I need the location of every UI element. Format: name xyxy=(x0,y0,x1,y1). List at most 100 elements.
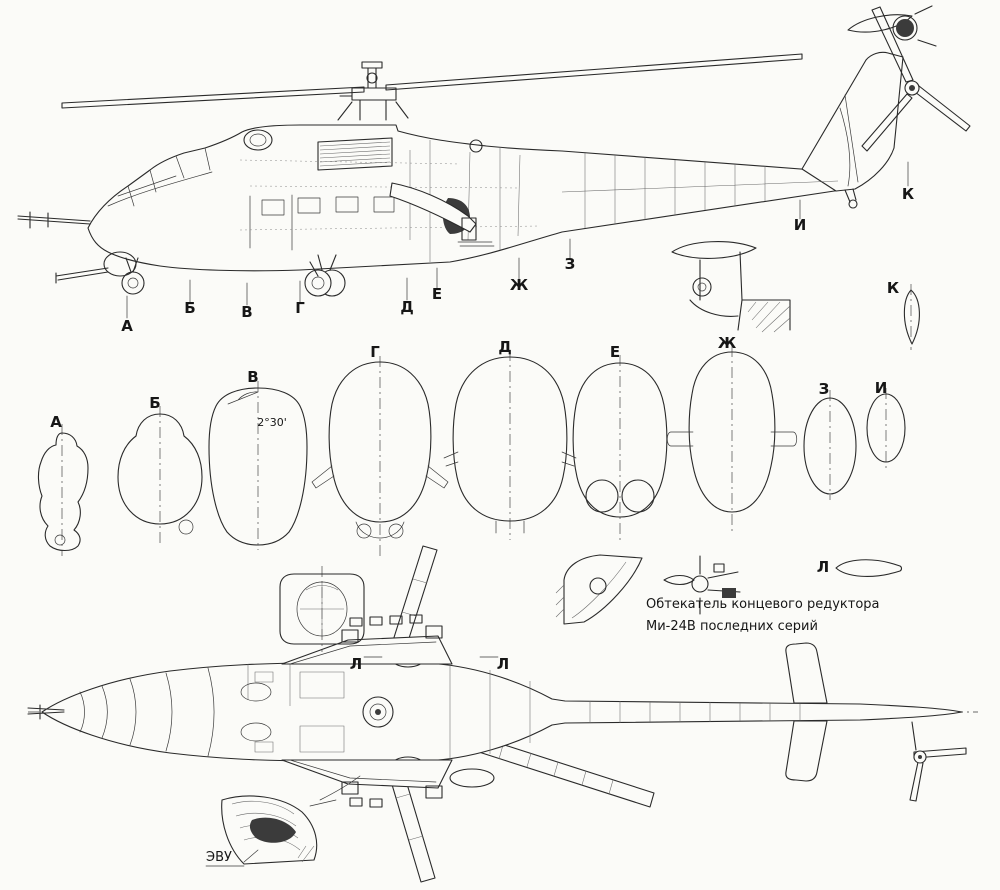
bumper-structure xyxy=(689,251,791,331)
section-e-exhaust-r xyxy=(621,479,655,513)
rotor-hub-plan-center xyxy=(375,709,381,715)
missile-rail xyxy=(457,241,495,247)
cross-label-g: Г xyxy=(370,343,380,361)
cross-section-i: И xyxy=(866,379,906,463)
rotor-hub xyxy=(337,61,409,121)
canopy-frames-plan xyxy=(79,667,215,757)
bumper-hatching xyxy=(747,301,791,333)
rivet-lines xyxy=(239,159,541,231)
cross-section-zh: Ж xyxy=(666,334,798,513)
section-label-v: В xyxy=(241,303,252,321)
roof-angle-lines xyxy=(227,391,259,405)
ir-jammer-dome xyxy=(469,139,483,153)
section-label-d: Д xyxy=(400,298,413,316)
section-z-shape xyxy=(803,397,857,495)
section-g-wheel-r xyxy=(388,523,404,539)
cross-section-g: Г xyxy=(311,343,449,539)
section-d-stubs xyxy=(443,451,577,534)
section-d-shape xyxy=(452,356,568,522)
gearbox-fairing-inset: Обтекатель концевого редуктора Ми-24В по… xyxy=(646,555,880,634)
gearbox-blade-left xyxy=(663,574,695,586)
section-ticks xyxy=(126,161,909,319)
fairing-note-line2: Ми-24В последних серий xyxy=(646,619,818,634)
section-e-exhaust-l xyxy=(585,479,619,513)
engine-cowl xyxy=(243,129,483,171)
evu-outline xyxy=(221,795,318,865)
main-rotor xyxy=(61,53,803,121)
nose-wheel-hub xyxy=(127,277,139,289)
canopy-top-inset xyxy=(279,566,365,652)
stabilizer-bottom xyxy=(785,720,828,782)
section-g-gear xyxy=(355,521,405,539)
section-zh-stubs xyxy=(666,431,798,447)
stub-wings-plan xyxy=(281,614,495,808)
detail-hub-ring xyxy=(892,15,918,41)
tail-rotor-plan xyxy=(909,721,967,802)
canopy-inset-frames xyxy=(300,582,344,636)
fin-top-hatch xyxy=(555,561,627,619)
tail-bumper-foot xyxy=(848,199,858,209)
tail-bumper-detail-inset xyxy=(671,241,791,333)
wingtip-pod xyxy=(449,768,495,788)
tail-fin xyxy=(801,51,904,192)
section-label-zh: Ж xyxy=(510,276,529,294)
wing-top-spar xyxy=(289,641,437,665)
section-g-wheel-l xyxy=(356,523,372,539)
blade-airfoil-shape xyxy=(835,559,903,577)
canopy-inset-outline xyxy=(279,573,365,645)
fin-airfoil-label: К xyxy=(887,279,900,297)
cross-section-a: А xyxy=(37,413,89,552)
gearbox-block xyxy=(722,588,736,598)
engine-grille xyxy=(317,137,393,171)
section-label-g: Г xyxy=(295,299,305,317)
evu-leader-to-fuselage xyxy=(309,775,361,807)
tail-rotor-blade-v xyxy=(909,761,924,802)
cross-label-d: Д xyxy=(498,338,511,356)
section-v-shape xyxy=(208,387,308,546)
tail-rotor-strut xyxy=(911,721,917,751)
engine-intake-plan-top xyxy=(240,682,272,702)
tail-unit xyxy=(801,6,971,209)
cross-label-z: З xyxy=(819,380,830,398)
cross-label-a: А xyxy=(50,413,62,431)
section-b-wheel xyxy=(178,519,194,535)
nose-probe-plan xyxy=(27,704,65,720)
section-label-z: З xyxy=(565,255,576,273)
blade-section-label-left: Л xyxy=(350,655,362,673)
bumper-wheel-hub xyxy=(697,282,707,292)
fairing-note-line1: Обтекатель концевого редуктора xyxy=(646,597,880,612)
cross-section-d: Д xyxy=(443,338,577,534)
cross-section-v: 2°30' В xyxy=(208,368,308,546)
chin-turret xyxy=(103,251,137,277)
section-label-k: К xyxy=(902,185,915,203)
section-a-shape xyxy=(37,432,89,552)
fin-top-light xyxy=(589,577,607,595)
engine-intake xyxy=(243,129,273,151)
fuselage-plan-outline xyxy=(41,662,963,762)
cross-section-z: З xyxy=(803,380,857,495)
wing-bottom xyxy=(281,759,453,789)
side-view: А Б В Г Д Е Ж З И К xyxy=(17,5,971,335)
cross-section-e: Е xyxy=(572,343,668,518)
detail-blade-shape xyxy=(847,5,937,47)
tail-rotor-hub-plan-center xyxy=(918,755,922,759)
cross-section-b: Б xyxy=(117,394,203,535)
landing-gear xyxy=(121,254,346,297)
cabin-windows xyxy=(249,194,395,251)
plan-view: Л Л xyxy=(27,545,978,883)
fuselage-outline xyxy=(87,124,860,272)
main-wheel xyxy=(304,269,332,297)
fin-airfoil-section-k: К xyxy=(887,279,920,350)
fin-top-inset xyxy=(555,554,643,625)
roof-angle-annotation: 2°30' xyxy=(257,416,287,429)
cross-label-b: Б xyxy=(149,394,160,412)
section-g-wing-stubs xyxy=(311,465,449,489)
tail-bumper xyxy=(844,188,857,203)
rotor-hub-plan-mid xyxy=(369,703,387,721)
cross-sections: А Б 2°30' В Г Д xyxy=(37,334,906,556)
bumper-wheel xyxy=(692,277,712,297)
detail-hub xyxy=(896,19,914,37)
section-i-shape xyxy=(866,393,906,463)
